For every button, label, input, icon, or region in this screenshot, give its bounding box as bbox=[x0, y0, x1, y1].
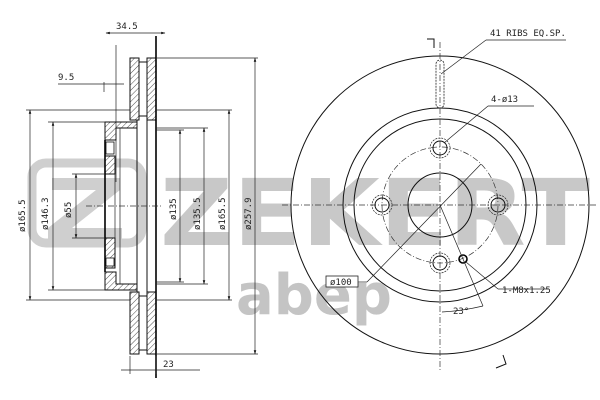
label-thread-hole: 1-M8x1.25 bbox=[502, 286, 551, 296]
side-section-view bbox=[86, 36, 162, 378]
bolt-holes bbox=[371, 137, 509, 274]
dim-overall-width: 34.5 bbox=[116, 22, 138, 32]
watermark-secondary: abep bbox=[236, 263, 392, 328]
label-pcd: ø100 bbox=[330, 278, 352, 288]
side-dimensions: 34.5 9.5 ø165.5 ø146.3 ø55 ø135 bbox=[18, 22, 258, 374]
bolt-hole-left bbox=[371, 194, 393, 216]
bolt-hole-bottom bbox=[429, 252, 451, 274]
dim-thickness: 23 bbox=[163, 360, 174, 370]
watermark-z-glyph bbox=[48, 178, 122, 240]
rib-slot bbox=[435, 59, 445, 109]
threaded-hole bbox=[458, 254, 468, 264]
dim-d146: ø146.3 bbox=[41, 197, 51, 230]
label-bolt-holes: 4-ø13 bbox=[491, 95, 518, 105]
watermark-brand: ZEKERT bbox=[160, 160, 590, 267]
label-ribs: 41 RIBS EQ.SP. bbox=[490, 29, 566, 39]
dim-hat-offset: 9.5 bbox=[58, 73, 74, 83]
label-angle: 23° bbox=[453, 307, 469, 317]
front-annotations: 41 RIBS EQ.SP. 4-ø13 ø100 1-M8x1.25 23° bbox=[325, 29, 566, 317]
dim-d55: ø55 bbox=[64, 202, 74, 218]
bolt-hole-right bbox=[487, 194, 509, 216]
bolt-hole-top bbox=[429, 137, 451, 159]
watermark: ZEKERT abep bbox=[27, 158, 590, 328]
dim-d135-5: ø135.5 bbox=[193, 197, 203, 230]
dim-d165-right: ø165.5 bbox=[218, 197, 228, 230]
dim-d165-left: ø165.5 bbox=[18, 199, 28, 232]
watermark-logo-box bbox=[27, 158, 147, 248]
dim-d257: ø257.9 bbox=[244, 197, 254, 230]
pcd-label-box bbox=[325, 275, 359, 288]
dim-d135: ø135 bbox=[169, 198, 179, 220]
